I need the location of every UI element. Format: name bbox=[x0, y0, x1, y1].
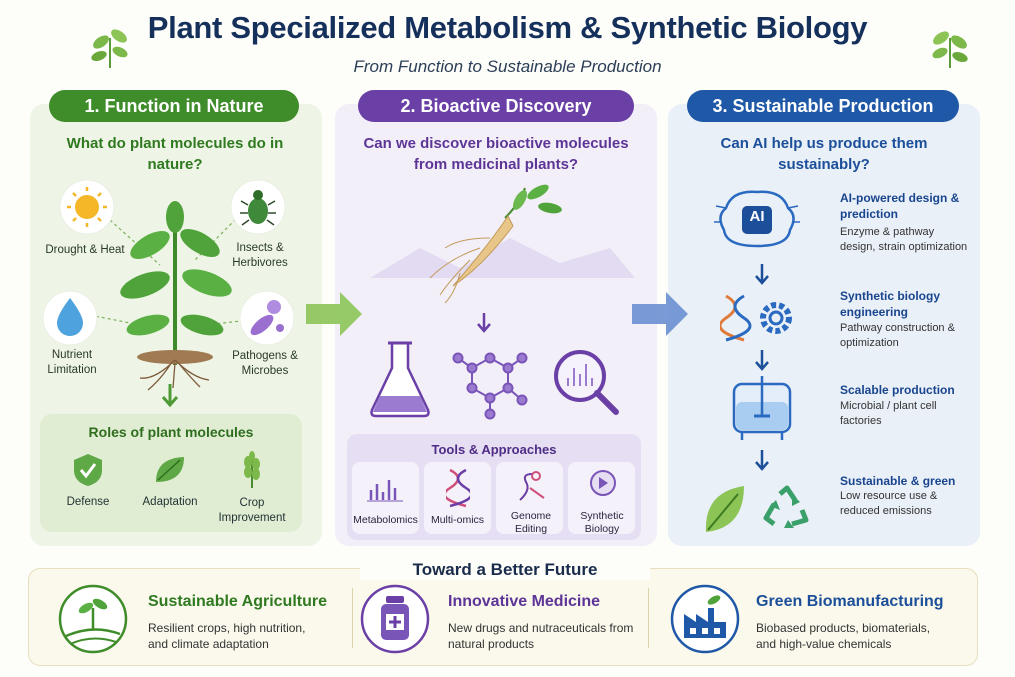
ginseng-root-icon bbox=[429, 184, 562, 304]
bioreactor-icon bbox=[732, 376, 792, 440]
sprout-field-icon bbox=[58, 584, 128, 654]
leaf-decoration-left-icon bbox=[85, 20, 135, 75]
tool-label-synthetic-biology: Synthetic Biology bbox=[580, 510, 624, 535]
panel2-question: Can we discover bioactive molecules from… bbox=[363, 135, 629, 173]
leaf-icon bbox=[156, 457, 184, 482]
future-item-biomanufacturing-desc: Biobased products, biomaterials, and hig… bbox=[756, 621, 931, 651]
tools-title: Tools & Approaches bbox=[431, 442, 557, 457]
magnifier-icon bbox=[554, 350, 619, 415]
step1-title: AI-powered design & prediction bbox=[840, 191, 960, 221]
tool-label-multiomics: Multi-omics bbox=[430, 514, 485, 526]
dna-gear-icon bbox=[720, 294, 792, 342]
stress-label-pathogens: Pathogens & Microbes bbox=[232, 350, 298, 377]
factory-icon bbox=[670, 584, 740, 654]
role-crop-improvement: Crop Improvement bbox=[218, 497, 286, 524]
bar-chart-icon bbox=[367, 480, 403, 502]
ai-badge: AI bbox=[749, 208, 765, 225]
step3-desc: Microbial / plant cell factories bbox=[840, 400, 937, 427]
panel3-question: Can AI help us produce them sustainably? bbox=[720, 135, 928, 173]
future-title: Toward a Better Future bbox=[360, 560, 650, 580]
step4-title: Sustainable & green bbox=[840, 474, 956, 488]
arrow-right-green-icon bbox=[306, 292, 362, 336]
panel2-pill: 2. Bioactive Discovery bbox=[358, 90, 634, 122]
future-box bbox=[28, 568, 978, 666]
step2-desc: Pathway construction & optimization bbox=[840, 322, 955, 349]
future-item-agriculture-desc: Resilient crops, high nutrition, and cli… bbox=[148, 621, 306, 651]
beetle-icon bbox=[230, 179, 286, 235]
role-adaptation: Adaptation bbox=[142, 496, 198, 508]
arrow-down-icon bbox=[755, 450, 769, 471]
leaf-decoration-right-icon bbox=[925, 20, 975, 75]
water-drop-icon bbox=[42, 290, 98, 346]
step2-title: Synthetic biology engineering bbox=[840, 289, 941, 319]
sun-icon bbox=[59, 179, 115, 235]
recycle-icon bbox=[763, 485, 809, 528]
green-leaf-icon bbox=[705, 486, 744, 532]
flask-icon bbox=[370, 341, 430, 418]
panel1-pill: 1. Function in Nature bbox=[49, 90, 299, 122]
divider bbox=[648, 588, 649, 648]
arrow-right-blue-icon bbox=[632, 292, 688, 336]
tool-label-genome-editing: Genome Editing bbox=[510, 510, 552, 535]
arrow-down-icon bbox=[755, 350, 769, 371]
wheat-icon bbox=[244, 451, 260, 488]
stress-label-insects: Insects & Herbivores bbox=[232, 242, 288, 269]
discovery-illustration bbox=[370, 184, 635, 420]
stress-label-nutrient: Nutrient Limitation bbox=[47, 349, 97, 376]
ai-brain-icon bbox=[714, 190, 800, 248]
stress-label-drought: Drought & Heat bbox=[45, 244, 125, 256]
shield-icon bbox=[74, 454, 102, 486]
arrow-down-icon bbox=[755, 264, 769, 285]
step1-desc: Enzyme & pathway design, strain optimiza… bbox=[840, 226, 968, 253]
panel3-pill: 3. Sustainable Production bbox=[687, 90, 959, 122]
dna-icon bbox=[446, 468, 470, 508]
gene-editing-icon bbox=[519, 471, 545, 501]
synthetic-biology-icon bbox=[590, 470, 616, 496]
microbe-icon bbox=[239, 290, 295, 346]
future-item-medicine-title: Innovative Medicine bbox=[448, 593, 601, 610]
page-subtitle: From Function to Sustainable Production bbox=[353, 57, 662, 76]
future-item-biomanufacturing-title: Green Biomanufacturing bbox=[756, 593, 944, 610]
roles-title: Roles of plant molecules bbox=[88, 424, 254, 440]
tool-label-metabolomics: Metabolomics bbox=[353, 514, 418, 526]
tool-card-metabolomics bbox=[352, 462, 419, 534]
step3-title: Scalable production bbox=[840, 383, 955, 397]
step4-desc: Low resource use & reduced emissions bbox=[840, 490, 938, 517]
panel1-question: What do plant molecules do in nature? bbox=[66, 135, 284, 173]
role-defense: Defense bbox=[66, 496, 110, 508]
divider bbox=[352, 588, 353, 648]
future-item-medicine-desc: New drugs and nutraceuticals from natura… bbox=[448, 621, 634, 651]
arrow-down-icon bbox=[161, 384, 179, 408]
future-item-agriculture-title: Sustainable Agriculture bbox=[148, 593, 327, 610]
molecule-icon bbox=[452, 352, 528, 420]
medicine-bottle-icon bbox=[360, 584, 430, 654]
page-title: Plant Specialized Metabolism & Synthetic… bbox=[147, 10, 868, 45]
plant-stress-illustration bbox=[42, 179, 295, 391]
